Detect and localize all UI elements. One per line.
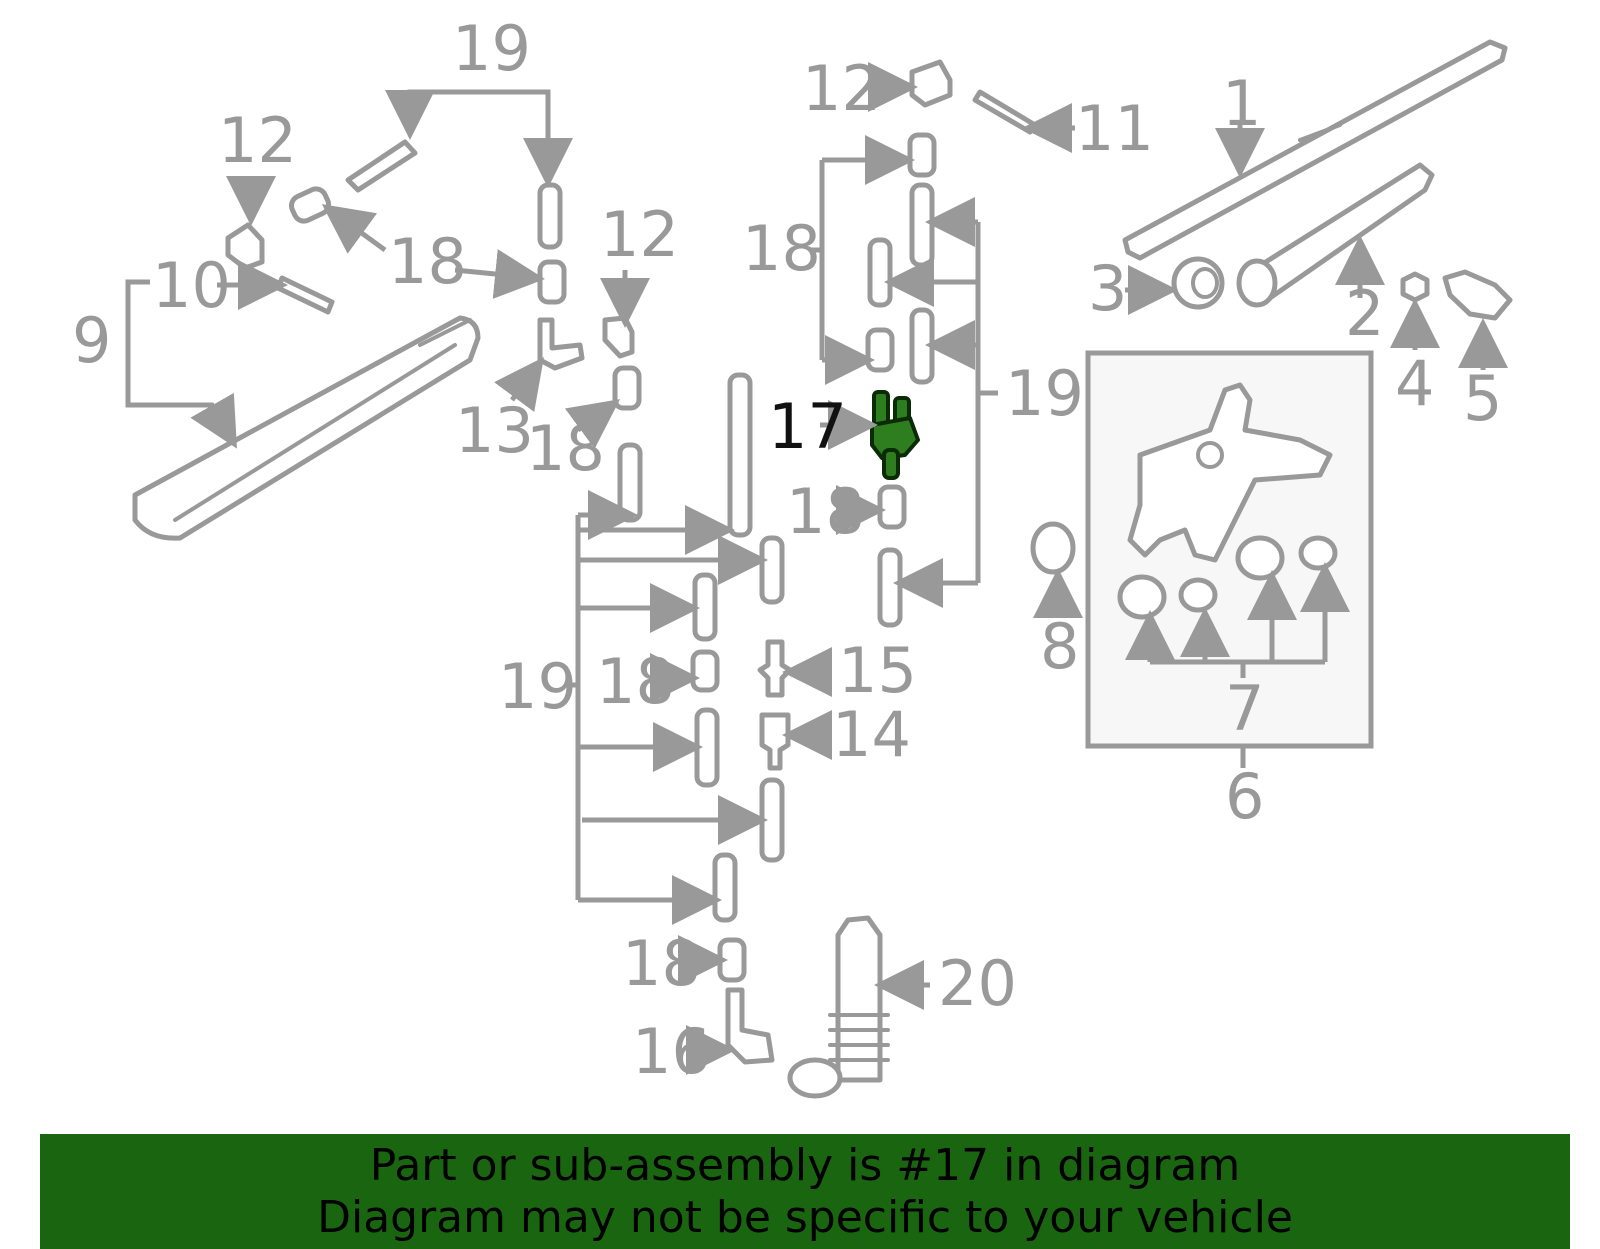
callout-1: 1 (1222, 67, 1261, 140)
part-1-wiper-blade (1122, 39, 1508, 261)
info-banner: Part or sub-assembly is #17 in diagram D… (40, 1134, 1570, 1249)
callout-12-mid: 12 (600, 198, 679, 271)
banner-line-2: Diagram may not be specific to your vehi… (317, 1191, 1293, 1243)
part-14-connector (759, 712, 791, 771)
callout-16: 16 (632, 1015, 711, 1088)
callout-18-center: 18 (786, 475, 865, 548)
callout-18-bottom: 18 (622, 927, 701, 1000)
callout-19-top: 19 (452, 12, 531, 85)
callout-11: 11 (1075, 92, 1154, 165)
callout-9: 9 (72, 304, 111, 377)
part-8-grommet (1030, 521, 1076, 575)
callout-18-left: 18 (388, 225, 467, 298)
part-6-wiper-motor (1127, 382, 1333, 563)
part-13-tee (537, 317, 585, 371)
callout-19-left: 19 (498, 650, 577, 723)
part-9-cowl (132, 315, 481, 541)
callout-3: 3 (1088, 252, 1127, 325)
callout-18-lower: 18 (596, 645, 675, 718)
callout-17: 17 (768, 390, 847, 463)
callout-8: 8 (1040, 610, 1079, 683)
part-12-elbow-mid (602, 315, 635, 359)
callout-18-mid: 18 (526, 412, 605, 485)
part-17-highlighted (870, 390, 920, 480)
banner-line-1: Part or sub-assembly is #17 in diagram (369, 1139, 1241, 1191)
part-12-elbow-left (225, 222, 265, 271)
part-18-hose-mid (537, 259, 567, 305)
callout-19-right: 19 (1005, 357, 1084, 430)
callout-4: 4 (1395, 347, 1434, 420)
callout-7: 7 (1225, 672, 1264, 745)
part-7-bushings (1117, 535, 1338, 620)
callout-13: 13 (455, 394, 534, 467)
part-3-nut-cover (1171, 256, 1225, 310)
part-4-nut (1400, 271, 1430, 303)
part-5-cap (1442, 269, 1513, 321)
callout-12-top: 12 (802, 52, 881, 125)
callout-5: 5 (1463, 362, 1502, 435)
part-10-connector (275, 275, 335, 315)
part-15-check-valve (757, 639, 793, 698)
part-18-hose-mid2 (612, 365, 642, 411)
callout-2: 2 (1345, 277, 1384, 350)
callout-12-left: 12 (218, 104, 297, 177)
part-20-pump (787, 915, 890, 1099)
callout-15: 15 (838, 634, 917, 707)
part-18-hose-left (288, 186, 332, 224)
part-2-wiper-arm (1236, 162, 1435, 308)
callout-20: 20 (938, 947, 1017, 1020)
callout-10: 10 (152, 249, 231, 322)
callout-18-right: 18 (742, 212, 821, 285)
callout-6: 6 (1225, 760, 1264, 833)
callout-14: 14 (832, 698, 911, 771)
